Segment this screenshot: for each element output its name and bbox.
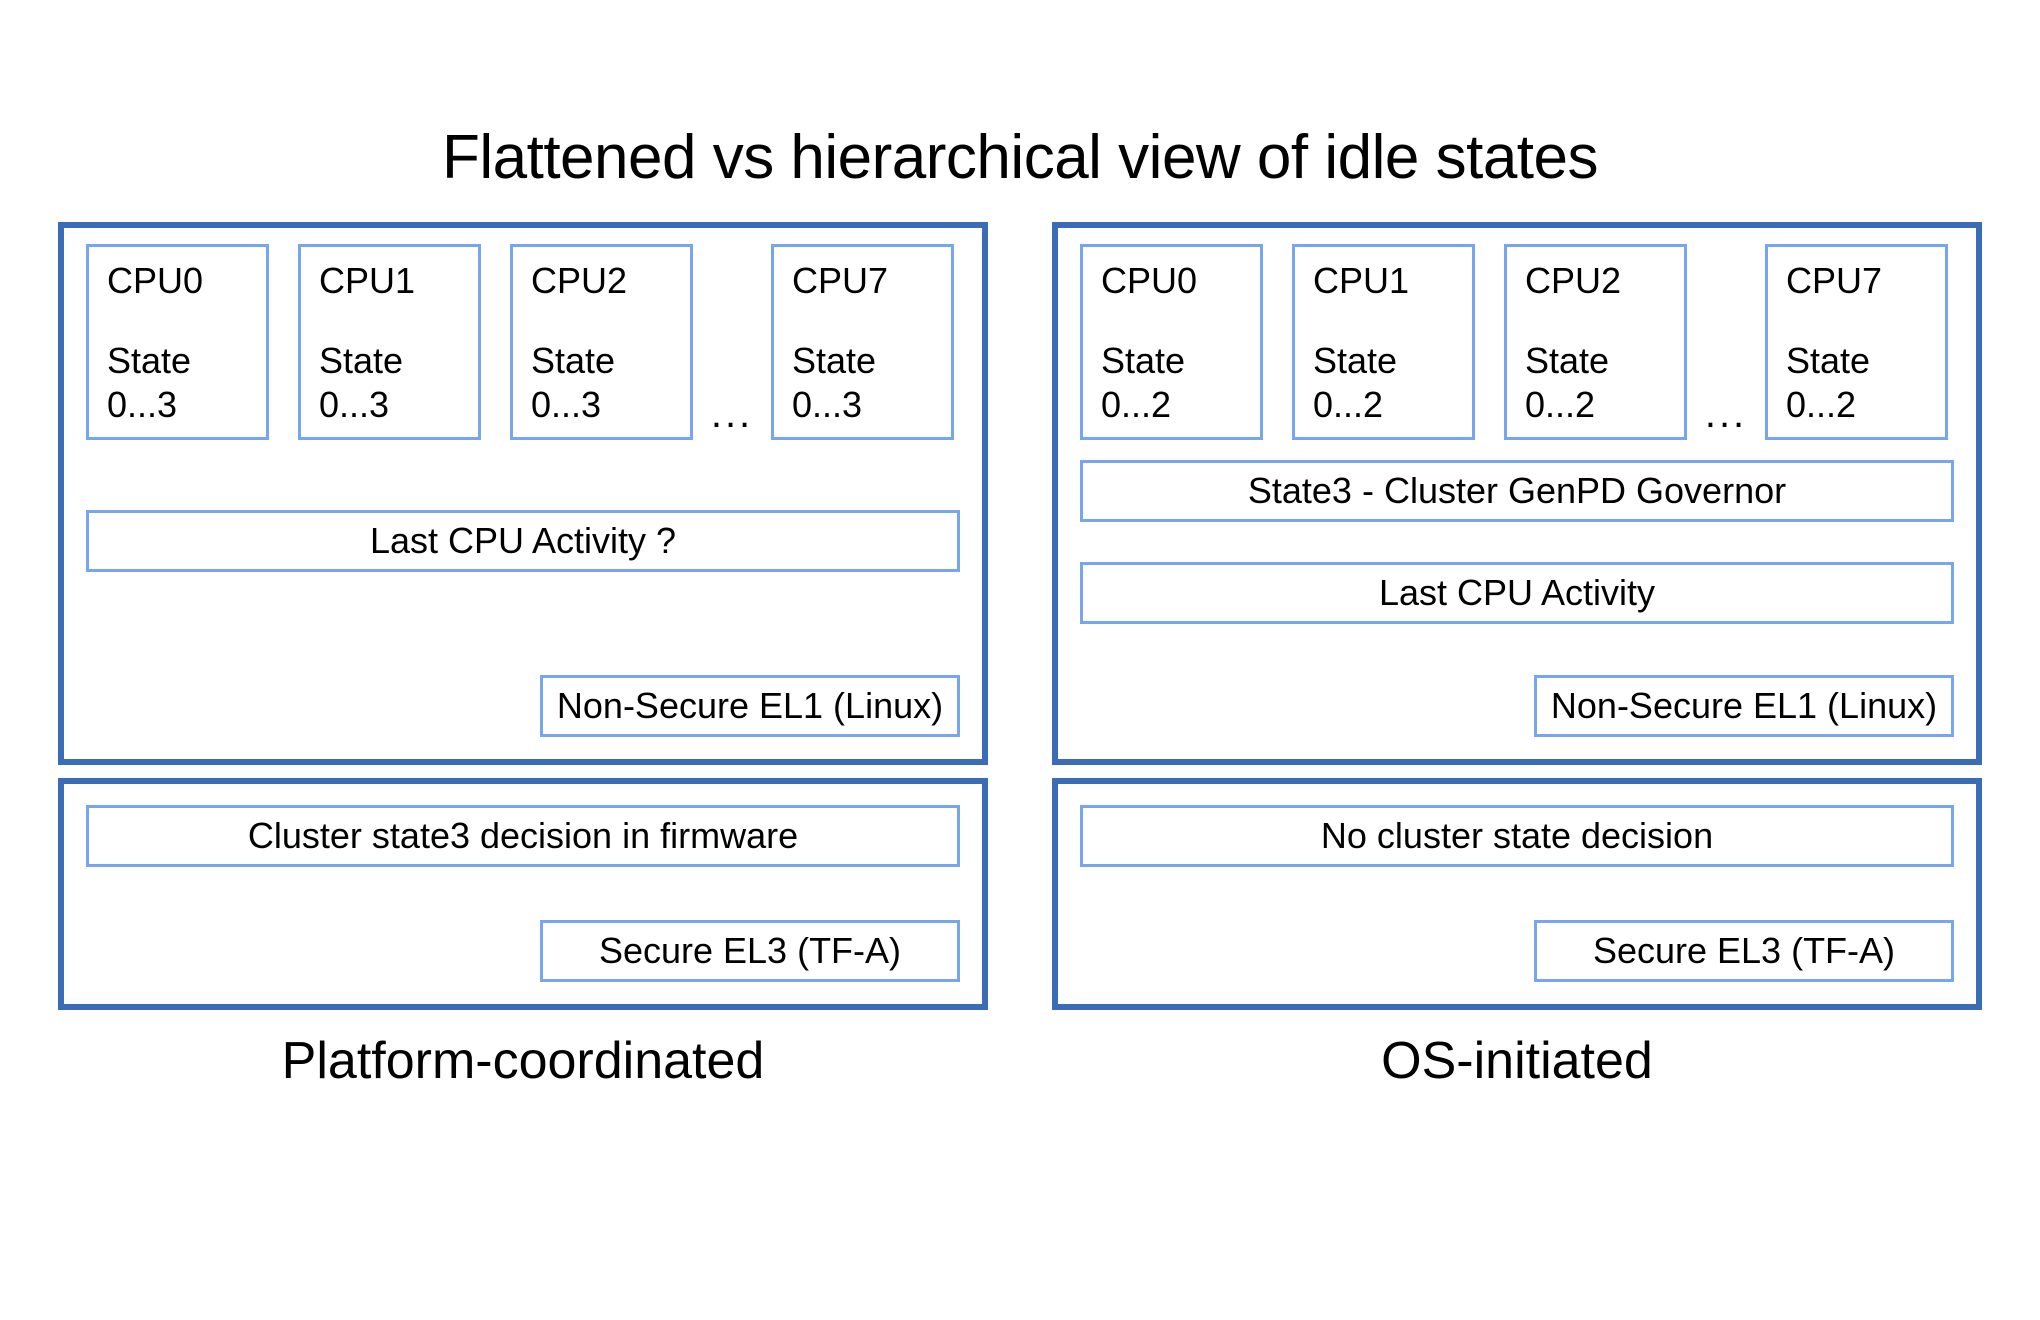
left-non-secure-el1-label: Non-Secure EL1 (Linux) — [540, 675, 960, 737]
cpu-state-label: State — [319, 340, 404, 381]
left-cluster-decision-bar: Cluster state3 decision in firmware — [86, 805, 960, 867]
right-cpu-box-1: CPU1 State 0...2 — [1292, 244, 1475, 440]
cpu-name: CPU7 — [1786, 260, 1883, 301]
cpu-state-range: 0...3 — [319, 384, 390, 425]
cpu-name: CPU1 — [319, 260, 416, 301]
cpu-name: CPU1 — [1313, 260, 1410, 301]
cpu-state-label: State — [1525, 340, 1610, 381]
left-non-secure-el1-panel: CPU0 State 0...3 CPU1 State 0...3 CPU2 S… — [58, 222, 988, 765]
cpu-name: CPU7 — [792, 260, 889, 301]
left-cpu-box-7: CPU7 State 0...3 — [771, 244, 954, 440]
cpu-state-label: State — [1786, 340, 1871, 381]
left-secure-el3-panel: Cluster state3 decision in firmware Secu… — [58, 778, 988, 1010]
cpu-name: CPU0 — [107, 260, 204, 301]
cpu-state-range: 0...3 — [792, 384, 863, 425]
cpu-state-range: 0...3 — [531, 384, 602, 425]
cpu-state-label: State — [531, 340, 616, 381]
left-secure-el3-label: Secure EL3 (TF-A) — [540, 920, 960, 982]
left-last-cpu-activity-bar: Last CPU Activity ? — [86, 510, 960, 572]
cpu-state-label: State — [107, 340, 192, 381]
cpu-name: CPU2 — [531, 260, 628, 301]
left-cpu-box-1: CPU1 State 0...3 — [298, 244, 481, 440]
cpu-name: CPU2 — [1525, 260, 1622, 301]
cpu-state-label: State — [792, 340, 877, 381]
right-last-cpu-activity-bar: Last CPU Activity — [1080, 562, 1954, 624]
right-column: CPU0 State 0...2 CPU1 State 0...2 CPU2 S… — [1052, 222, 1982, 1010]
cpu-name: CPU0 — [1101, 260, 1198, 301]
cpu-state-label: State — [1313, 340, 1398, 381]
right-non-secure-el1-panel: CPU0 State 0...2 CPU1 State 0...2 CPU2 S… — [1052, 222, 1982, 765]
cpu-state-range: 0...2 — [1525, 384, 1596, 425]
cpu-state-range: 0...2 — [1786, 384, 1857, 425]
right-column-caption: OS-initiated — [1381, 1032, 1653, 1090]
left-cpu-ellipsis: ... — [710, 392, 754, 436]
right-cpu-box-0: CPU0 State 0...2 — [1080, 244, 1263, 440]
right-cpu-ellipsis: ... — [1704, 392, 1748, 436]
cpu-state-range: 0...2 — [1101, 384, 1172, 425]
left-cpu-box-2: CPU2 State 0...3 — [510, 244, 693, 440]
right-non-secure-el1-label: Non-Secure EL1 (Linux) — [1534, 675, 1954, 737]
left-cpu-box-0: CPU0 State 0...3 — [86, 244, 269, 440]
cpu-state-range: 0...3 — [107, 384, 178, 425]
right-cluster-genpd-governor-bar: State3 - Cluster GenPD Governor — [1080, 460, 1954, 522]
right-cpu-box-2: CPU2 State 0...2 — [1504, 244, 1687, 440]
cpu-state-label: State — [1101, 340, 1186, 381]
left-column-caption: Platform-coordinated — [281, 1032, 765, 1090]
left-column: CPU0 State 0...3 CPU1 State 0...3 CPU2 S… — [58, 222, 988, 1010]
left-cpu-row: CPU0 State 0...3 CPU1 State 0...3 CPU2 S… — [86, 244, 960, 440]
right-secure-el3-label: Secure EL3 (TF-A) — [1534, 920, 1954, 982]
right-cpu-box-7: CPU7 State 0...2 — [1765, 244, 1948, 440]
slide-title: Flattened vs hierarchical view of idle s… — [441, 123, 1599, 192]
right-secure-el3-panel: No cluster state decision Secure EL3 (TF… — [1052, 778, 1982, 1010]
right-no-cluster-decision-bar: No cluster state decision — [1080, 805, 1954, 867]
right-cpu-row: CPU0 State 0...2 CPU1 State 0...2 CPU2 S… — [1080, 244, 1954, 440]
cpu-state-range: 0...2 — [1313, 384, 1384, 425]
